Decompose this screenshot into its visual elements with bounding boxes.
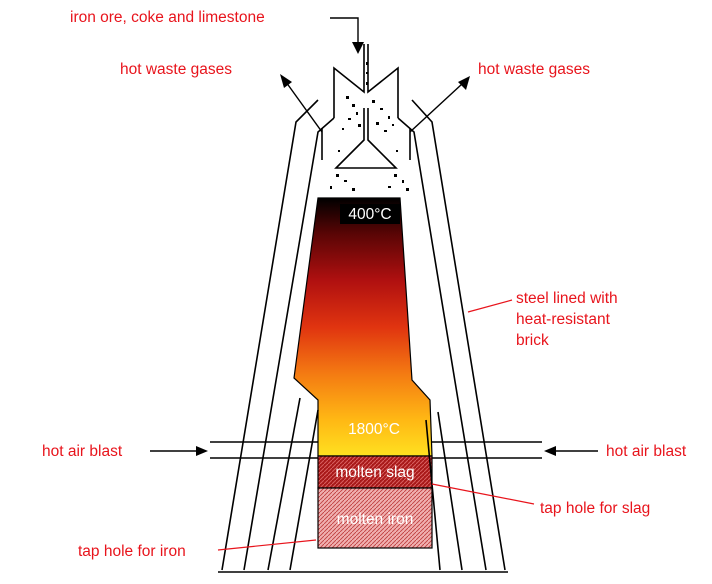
tap-slag-label: tap hole for slag — [540, 500, 650, 517]
lining-label-3: brick — [516, 332, 549, 349]
top-temp-label: 400°C — [348, 206, 391, 223]
molten-iron-layer — [317, 487, 433, 549]
lining-label-2: heat-resistant — [516, 311, 611, 328]
label-pointers — [217, 299, 535, 551]
hot-zone — [293, 197, 433, 457]
hot-air-right-label: hot air blast — [606, 443, 687, 460]
furnace-walls — [218, 99, 508, 573]
air-pipes — [210, 441, 542, 459]
hopper — [321, 44, 411, 169]
lining-label-1: steel lined with — [516, 290, 618, 307]
hot-air-left-label: hot air blast — [42, 443, 123, 460]
molten-slag-layer — [317, 455, 433, 489]
bottom-temp-label: 1800°C — [348, 421, 400, 438]
waste-gases-left-label: hot waste gases — [120, 61, 232, 78]
molten-slag-label: molten slag — [335, 464, 414, 481]
top-temp-box — [340, 204, 400, 224]
charge-particles — [330, 62, 409, 191]
waste-gases-right-label: hot waste gases — [478, 61, 590, 78]
molten-iron-label: molten iron — [337, 511, 414, 528]
tap-iron-label: tap hole for iron — [78, 543, 186, 560]
feed-label: iron ore, coke and limestone — [70, 9, 265, 26]
arrows — [150, 17, 598, 456]
